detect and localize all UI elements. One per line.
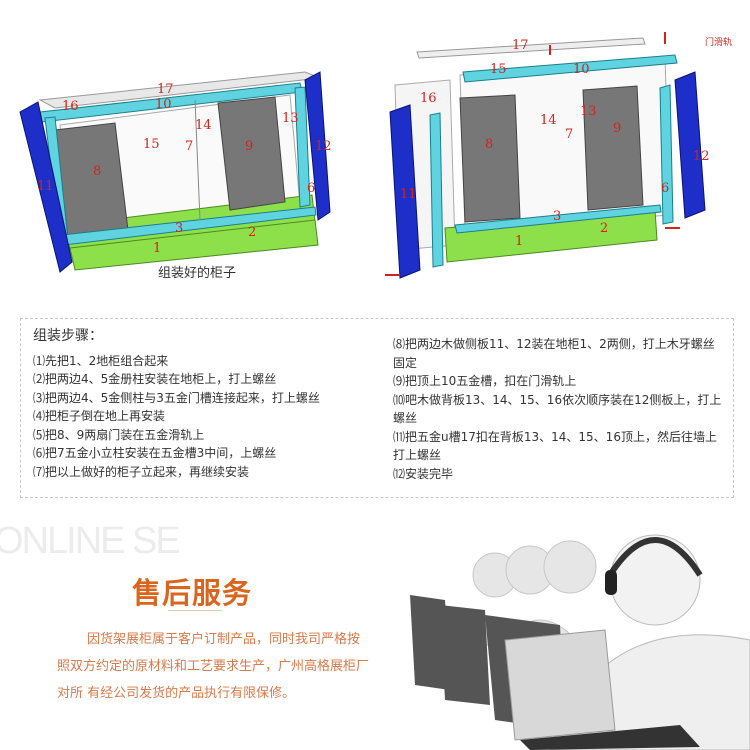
step: ⑽吧木做背板13、14、15、16依次顺序装在12侧板上，打上螺丝: [393, 392, 722, 426]
label: 11: [37, 179, 54, 194]
arrow-icon: [385, 227, 680, 276]
step: ⑷把柜子倒在地上再安装: [33, 409, 166, 423]
label: 8: [485, 137, 493, 152]
step: ⑻把两边木做侧板11、12装在地柜1、2两侧，打上木牙螺丝固定: [393, 337, 715, 370]
label: 6: [307, 181, 315, 196]
label: 8: [93, 164, 101, 179]
label: 13: [282, 111, 299, 126]
label: 7: [185, 139, 193, 154]
label: 13: [580, 104, 597, 119]
label: 1: [515, 234, 523, 249]
label: 1: [153, 241, 161, 256]
step: ⑴先把1、2地柜组合起来: [33, 353, 169, 368]
label: 3: [175, 221, 183, 236]
step: ⑺把以上做好的柜子立起来，再继续安装: [33, 464, 250, 479]
label: 11: [400, 187, 417, 202]
title-divider: [168, 610, 222, 611]
label: 3: [553, 209, 561, 224]
assembled-cabinet-diagram: 17 16 10 15 14 13 12 11 8 7 9 6 3 1 2: [19, 71, 332, 273]
label: 9: [245, 139, 253, 154]
label: 7: [565, 127, 573, 142]
label: 2: [248, 225, 256, 240]
label: 6: [661, 181, 669, 196]
steps-title: 组装步骤：: [33, 328, 103, 344]
step: ⑸把8、9两扇门装在五金滑轨上: [33, 427, 205, 442]
label: 15: [143, 137, 160, 152]
label: 16: [62, 99, 79, 114]
watermark-text: ONLINE SE: [0, 520, 181, 562]
customer-service-illustration: [410, 534, 750, 750]
label: 10: [573, 62, 590, 77]
label: 12: [315, 139, 332, 154]
label: 17: [157, 82, 174, 97]
label: 12: [693, 149, 710, 164]
step: ⑾把五金u槽17扣在背板13、14、15、16顶上，然后往墙上打上螺丝: [393, 429, 717, 463]
label: 16: [420, 91, 437, 106]
label: 10: [155, 97, 172, 112]
step: ⑹把7五金小立柱安装在五金槽3中间，上螺丝: [33, 446, 277, 460]
assembly-steps-box: 组装步骤： ⑴先把1、2地柜组合起来 ⑵把两边4、5金册柱安装在地柜上，打上螺丝…: [20, 318, 734, 498]
rail-label: 门滑轨: [705, 36, 732, 48]
diagram-caption: 组装好的柜子: [158, 266, 237, 281]
after-sales-text: 因货架展柜属于客户订制产品，同时我司严格按照双方约定的原材料和工艺要求生产，广州…: [57, 632, 370, 701]
label: 17: [512, 38, 529, 53]
label: 14: [540, 113, 557, 128]
arrow-down-icon: [549, 32, 666, 55]
label: 15: [490, 62, 507, 77]
step: ⑶把两边4、5金侧柱与3五金门槽连接起来，打上螺丝: [33, 390, 320, 405]
after-sales-title: 售后服务: [132, 576, 253, 610]
exploded-cabinet-diagram: 17 15 10 16 14 13 8 7 9 12 11 6 1 2 3 门滑…: [385, 32, 732, 279]
step: ⑵把两边4、5金册柱安装在地柜上，打上螺丝: [33, 372, 277, 386]
step: ⑼把顶上10五金槽，扣在门滑轨上: [393, 374, 577, 388]
label: 2: [600, 221, 608, 236]
label: 9: [613, 121, 621, 136]
step: ⑿安装完毕: [393, 466, 454, 481]
label: 14: [195, 118, 212, 133]
